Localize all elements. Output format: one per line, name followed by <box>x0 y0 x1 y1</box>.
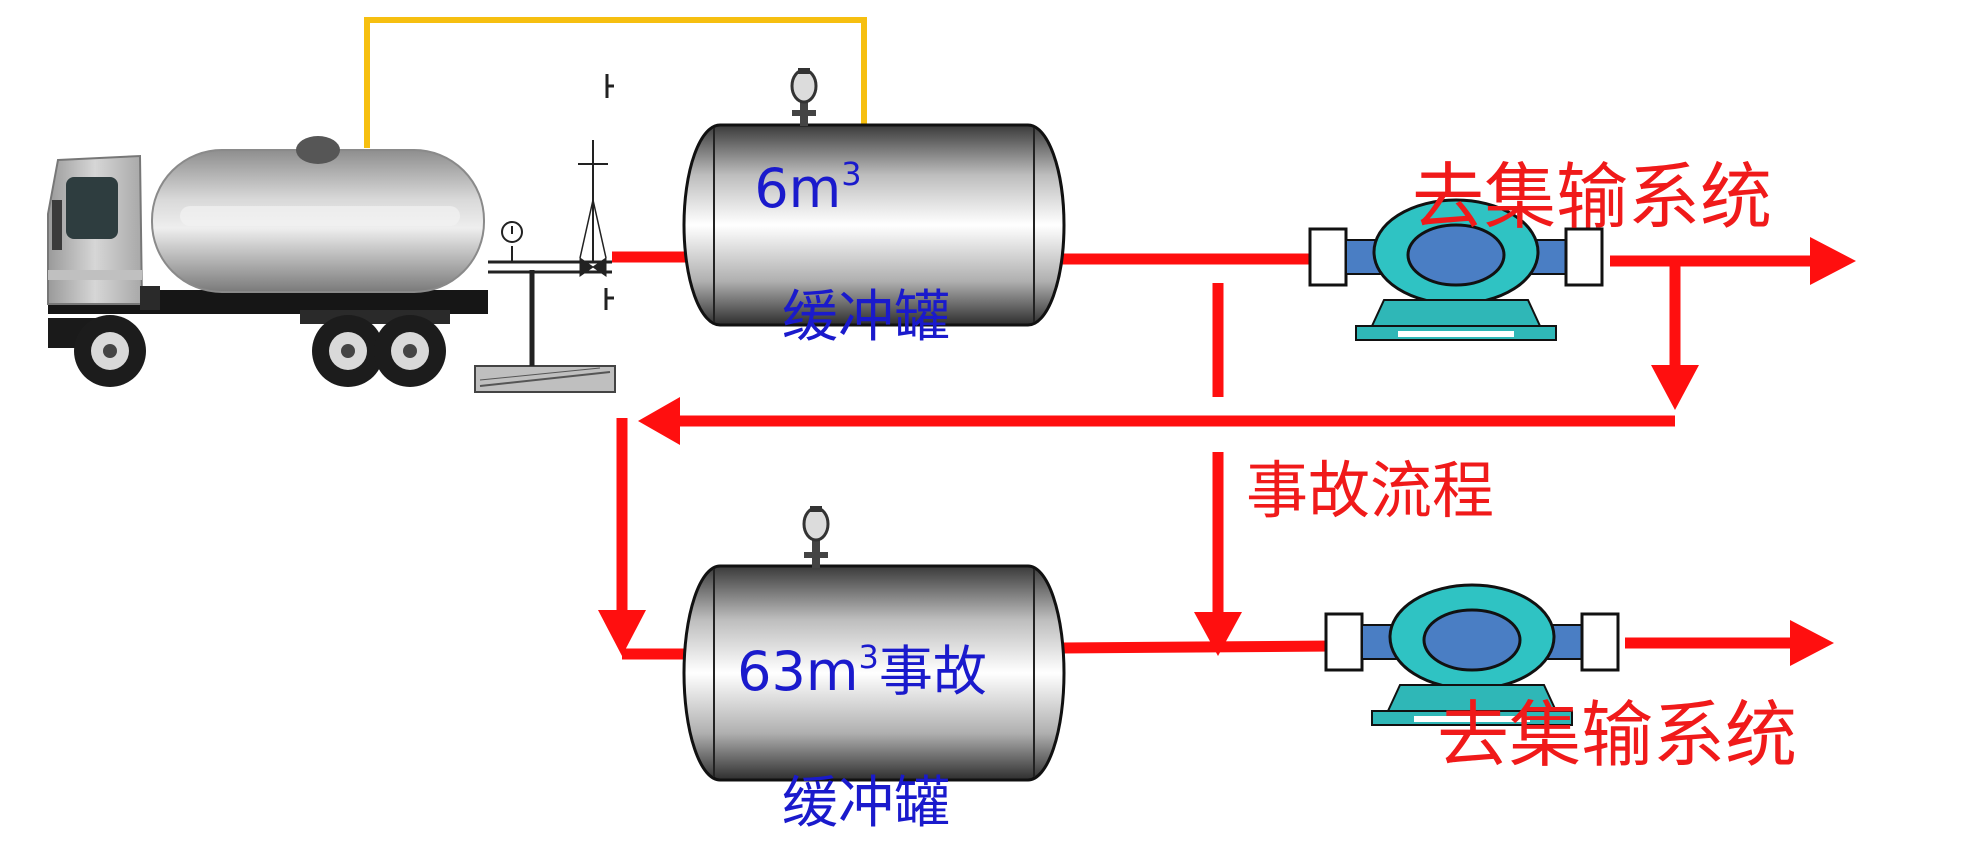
tanker-truck-icon <box>47 136 488 387</box>
buffer-tank-volume: 6m3 <box>754 155 861 220</box>
arrow-emergency-left <box>638 397 680 445</box>
emergency-flow-label: 事故流程 <box>1246 454 1494 527</box>
pressure-gauge-icon <box>501 221 523 262</box>
buffer-tank-body <box>682 123 1066 327</box>
pipe-emergency-to-pump-bottom <box>1061 640 1336 654</box>
safety-valve-icon <box>802 506 830 568</box>
pump-icon <box>1308 198 1604 341</box>
buffer-tank-name: 缓冲罐 <box>782 285 950 350</box>
emergency-tank: 63m3事故 缓冲罐 <box>682 506 1066 836</box>
vent-gas-line <box>364 17 867 148</box>
emergency-tank-volume: 63m3事故 <box>737 638 987 703</box>
emergency-tank-body <box>682 564 1066 782</box>
flow-arrows <box>598 237 1856 666</box>
route-label-bottom: 去集输系统 <box>1437 693 1797 777</box>
arrow-branch-down-right <box>1651 365 1699 410</box>
valve-icon <box>578 140 608 277</box>
flow-pipes <box>612 251 1815 660</box>
arrow-middle-down <box>1194 612 1242 656</box>
unloading-station <box>474 74 616 393</box>
emergency-tank-name: 缓冲罐 <box>782 771 950 836</box>
route-label-top: 去集输系统 <box>1412 155 1772 239</box>
buffer-tank: 6m3 缓冲罐 <box>682 68 1066 350</box>
pump-icon <box>1324 583 1620 726</box>
safety-valve-icon <box>790 68 818 126</box>
arrow-top-right <box>1810 237 1856 285</box>
arrow-branch-down-left <box>598 610 646 656</box>
arrow-bottom-right <box>1790 620 1834 666</box>
